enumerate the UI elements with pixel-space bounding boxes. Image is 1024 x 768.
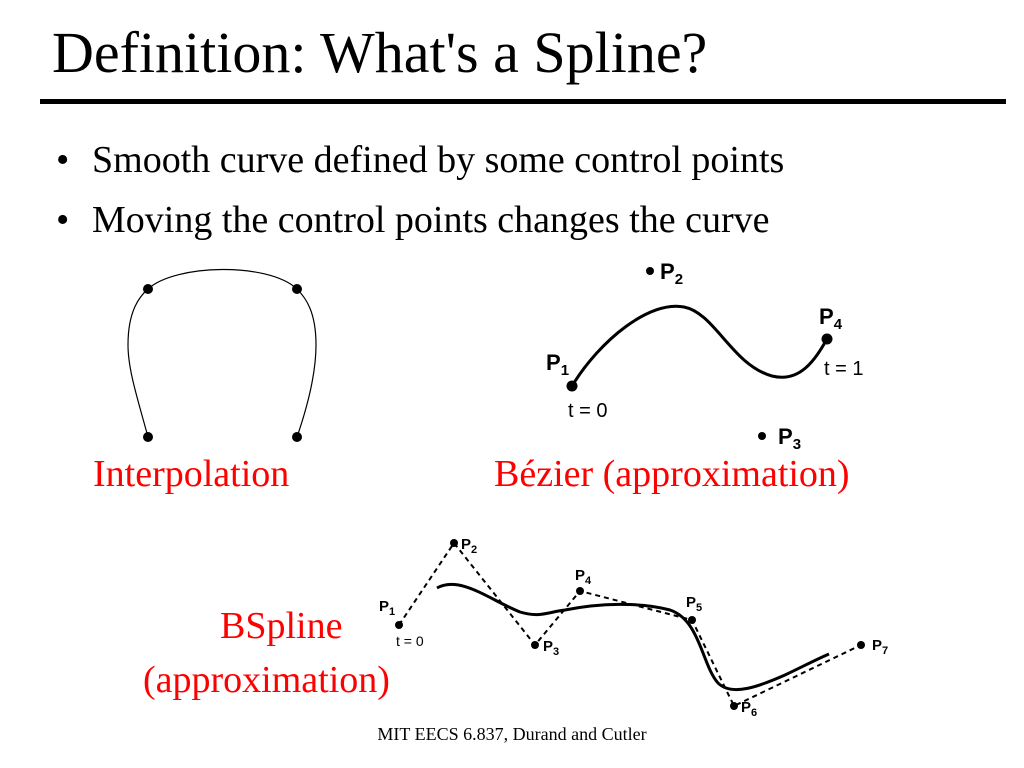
bspline-label-p5: P5 (686, 594, 702, 614)
page-title: Definition: What's a Spline? (52, 20, 708, 85)
control-point-icon (821, 333, 833, 345)
bspline-label-p1: P1 (379, 598, 395, 618)
bspline-control-polygon (398, 541, 862, 708)
bezier-label-p4: P4 (819, 304, 843, 333)
bezier-curve (570, 304, 829, 387)
bezier-label-p1: P1 (546, 350, 569, 379)
control-point-icon (566, 380, 578, 392)
bezier-label-t1: t = 1 (824, 358, 863, 380)
control-point-icon (450, 539, 458, 547)
interpolation-curve (127, 268, 317, 438)
control-point-icon (143, 284, 153, 294)
bspline-label-p2: P2 (461, 536, 477, 556)
bspline-label-t0: t = 0 (396, 633, 424, 649)
control-point-icon (531, 641, 539, 649)
bezier-diagram: P1 P2 P3 P4 t = 0 t = 1 (546, 259, 863, 453)
footer-credit: MIT EECS 6.837, Durand and Cutler (377, 724, 647, 744)
bspline-label-p4: P4 (575, 567, 592, 587)
control-point-icon (730, 702, 738, 710)
bspline-label-p6: P6 (741, 699, 757, 719)
interpolation-diagram (127, 268, 317, 442)
bspline-label-p7: P7 (872, 637, 888, 657)
bezier-label-p3: P3 (778, 424, 801, 453)
bullet-dot-icon: • (56, 139, 70, 181)
bullet-item: • Smooth curve defined by some control po… (56, 130, 784, 190)
control-point-icon (646, 267, 654, 275)
control-point-icon (143, 432, 153, 442)
control-point-icon (292, 284, 302, 294)
bezier-label-p2: P2 (660, 259, 683, 288)
bullet-item: • Moving the control points changes the c… (56, 190, 784, 250)
bezier-label-t0: t = 0 (568, 400, 607, 422)
caption-interpolation: Interpolation (93, 453, 290, 495)
bspline-curve (436, 582, 830, 692)
control-point-icon (758, 432, 766, 440)
caption-bspline-line1: BSpline (220, 605, 343, 647)
control-point-icon (857, 641, 865, 649)
bullet-text: Moving the control points changes the cu… (92, 199, 770, 241)
caption-bspline-line2: (approximation) (143, 659, 390, 701)
bspline-label-p3: P3 (543, 638, 559, 658)
control-point-icon (395, 621, 403, 629)
control-point-icon (688, 616, 696, 624)
caption-bezier: Bézier (approximation) (494, 453, 850, 495)
control-point-icon (292, 432, 302, 442)
control-point-icon (576, 587, 584, 595)
bspline-diagram: P1 P2 P3 P4 P5 P6 P7 t = 0 (379, 536, 888, 719)
bullet-list: • Smooth curve defined by some control po… (56, 130, 784, 250)
title-divider (40, 99, 1006, 104)
bullet-text: Smooth curve defined by some control poi… (92, 139, 785, 181)
bullet-dot-icon: • (56, 199, 70, 241)
